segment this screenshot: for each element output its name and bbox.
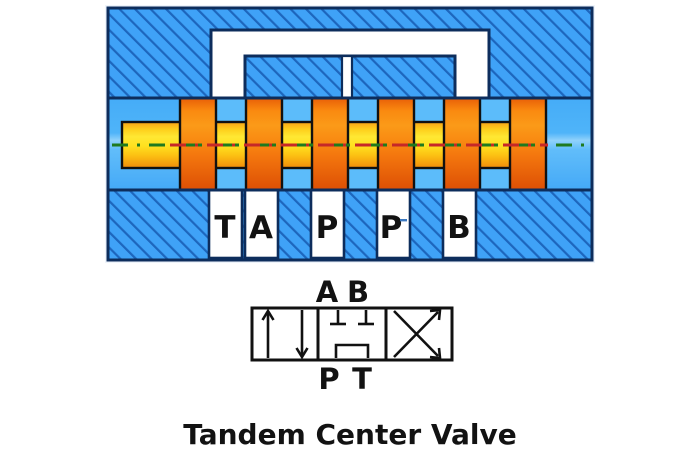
symbol-port-labels: A B P T (316, 275, 372, 396)
valve-body-border (106, 6, 594, 262)
symbol-envelope-outline (250, 306, 454, 362)
port-divider-tick (400, 219, 407, 222)
symbol-label-T: T (352, 362, 372, 396)
port-channels (207, 188, 478, 260)
diagram-caption: Tandem Center Valve (183, 418, 517, 451)
center-drain-slot (340, 54, 354, 102)
symbol-right-position (393, 308, 442, 360)
port-label-B: B (447, 210, 471, 246)
port-label-P1: P (316, 210, 339, 246)
port-channel-B (441, 188, 478, 260)
port-label-T: T (214, 210, 235, 246)
symbol-label-B: B (347, 275, 369, 309)
port-labels: T A P P B (214, 210, 470, 246)
symbol-center-position (330, 310, 374, 358)
symbol-left-position (261, 308, 309, 360)
port-channel-P2 (375, 188, 412, 260)
bore-top-port-cavities (213, 98, 511, 124)
port-channel-T (207, 188, 244, 260)
port-label-P2: P (380, 210, 403, 246)
symbol-label-A: A (316, 275, 339, 309)
symbol-label-P: P (318, 362, 339, 396)
cross-section-group: T A P P B (105, 5, 595, 263)
port-label-A: A (249, 210, 273, 246)
valve-symbol-group: A B P T (250, 275, 454, 396)
